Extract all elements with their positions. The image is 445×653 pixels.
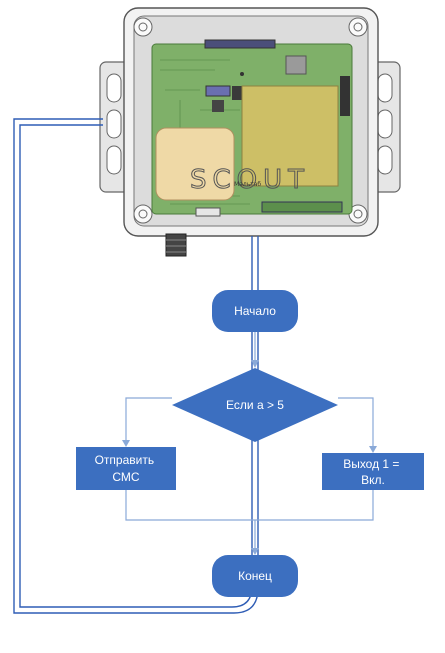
device-logo: SCOUT bbox=[190, 165, 310, 195]
end-node: Конец bbox=[212, 555, 298, 597]
corner-screws bbox=[133, 17, 368, 224]
gsm-module bbox=[155, 127, 235, 201]
start-node: Начало bbox=[212, 290, 298, 332]
arrow-head-icon bbox=[251, 360, 259, 368]
left-action-node: Отправить СМС bbox=[76, 447, 176, 490]
arrow-heads bbox=[122, 360, 377, 555]
left-action-line-1: Отправить bbox=[95, 453, 155, 467]
left-action-line-2: СМС bbox=[112, 470, 140, 484]
cable-gland bbox=[165, 233, 187, 257]
flow-connectors bbox=[125, 332, 374, 548]
svg-text:Выход 1 = Вкл.: Выход 1 = Вкл. bbox=[343, 457, 403, 487]
arrow-head-icon bbox=[122, 440, 130, 447]
arrow-head-icon bbox=[369, 446, 377, 453]
decision-node: Если a > 5 bbox=[172, 368, 338, 442]
connector-left-join bbox=[125, 490, 255, 521]
connector-decision-left bbox=[125, 397, 172, 440]
connector-right-join bbox=[255, 490, 374, 521]
mounting-ear-left bbox=[99, 61, 131, 193]
decision-node-label: Если a > 5 bbox=[226, 398, 284, 412]
top-connector bbox=[204, 39, 276, 49]
battery bbox=[241, 85, 339, 187]
right-action-line-1: Выход 1 = bbox=[343, 457, 399, 471]
module-label: Мальтаб bbox=[234, 181, 261, 188]
right-action-line-2: Вкл. bbox=[361, 473, 385, 487]
end-node-label: Конец bbox=[238, 569, 272, 583]
arrow-head-icon bbox=[251, 548, 259, 555]
start-node-label: Начало bbox=[234, 304, 276, 318]
right-action-node: Выход 1 = Вкл. bbox=[322, 453, 424, 490]
connector-decision-right bbox=[338, 397, 374, 446]
svg-text:Отправить СМС: Отправить СМС bbox=[95, 453, 158, 484]
device-image: SCOUT Мальтаб bbox=[99, 7, 401, 257]
